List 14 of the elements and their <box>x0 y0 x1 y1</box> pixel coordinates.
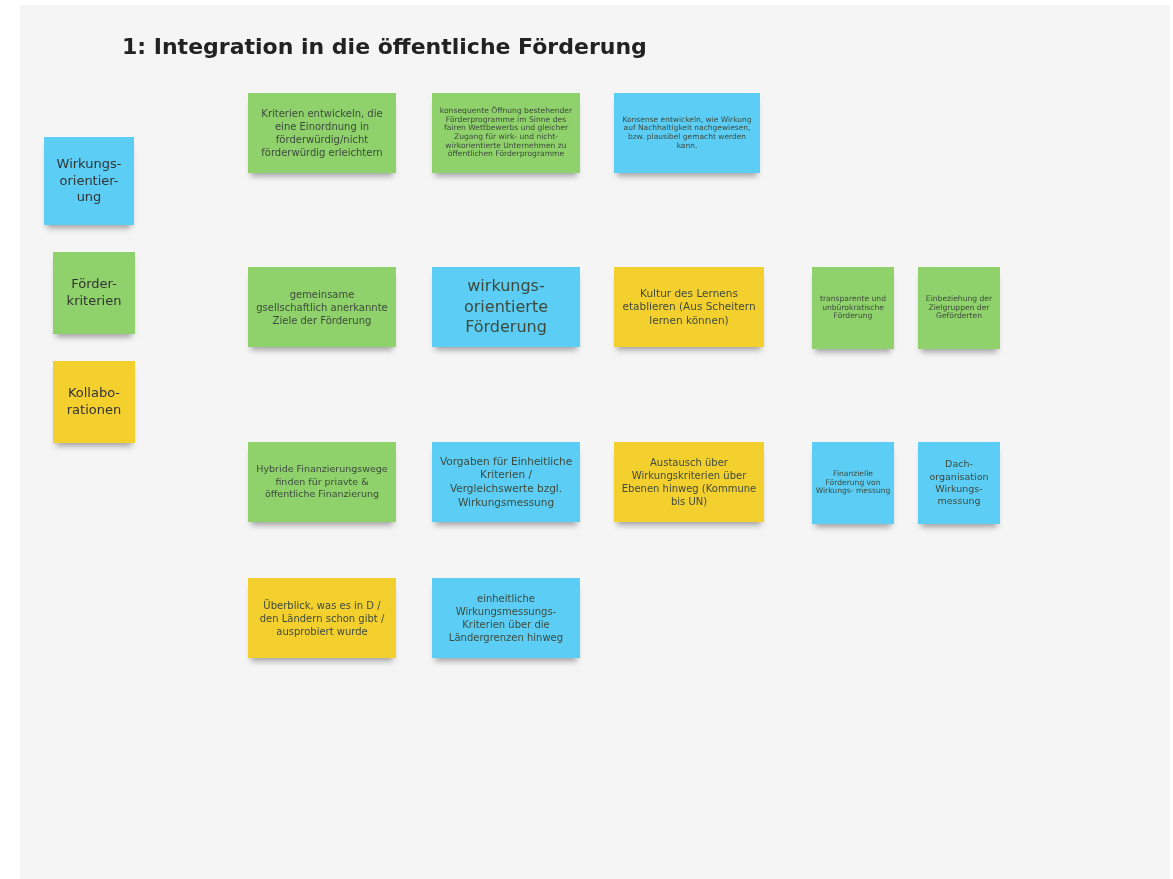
board-title: 1: Integration in die öffentliche Förderung <box>122 34 647 59</box>
sticky-note: Austausch über Wirkungskriterien über Ebenen hinweg (Kommune bis UN) <box>614 442 764 522</box>
sticky-note: Überblick, was es in D / den Ländern schon gibt / ausprobiert wurde <box>248 578 396 658</box>
legend-label: Kollabo- rationen <box>65 385 123 419</box>
sticky-note: gemeinsame gsellschaftlich anerkannte Ziele der Förderung <box>248 267 396 347</box>
sticky-note: einheitliche Wirkungsmessungs- Kriterien über die Ländergrenzen hinweg <box>432 578 580 658</box>
sticky-note: wirkungs- orientierte Förderung <box>432 267 580 347</box>
sticky-note: Vorgaben für Einheitliche Kriterien / Vergleichswerte bzgl. Wirkungsmessung <box>432 442 580 522</box>
sticky-note: Hybride Finanzierungswege finden für priavte & öffentliche Finanzierung <box>248 442 396 522</box>
legend-label: Wirkungs- orientier- ung <box>55 155 123 207</box>
sticky-note: Dach- organisation Wirkungs- messung <box>918 442 1000 524</box>
sticky-note: Kultur des Lernens etablieren (Aus Scheitern lernen können) <box>614 267 764 347</box>
legend-label: Förder- kriterien <box>65 276 123 310</box>
sticky-note: Kriterien entwickeln, die eine Einordnung in förderwürdig/nicht förderwürdig erleichtern <box>248 93 396 173</box>
